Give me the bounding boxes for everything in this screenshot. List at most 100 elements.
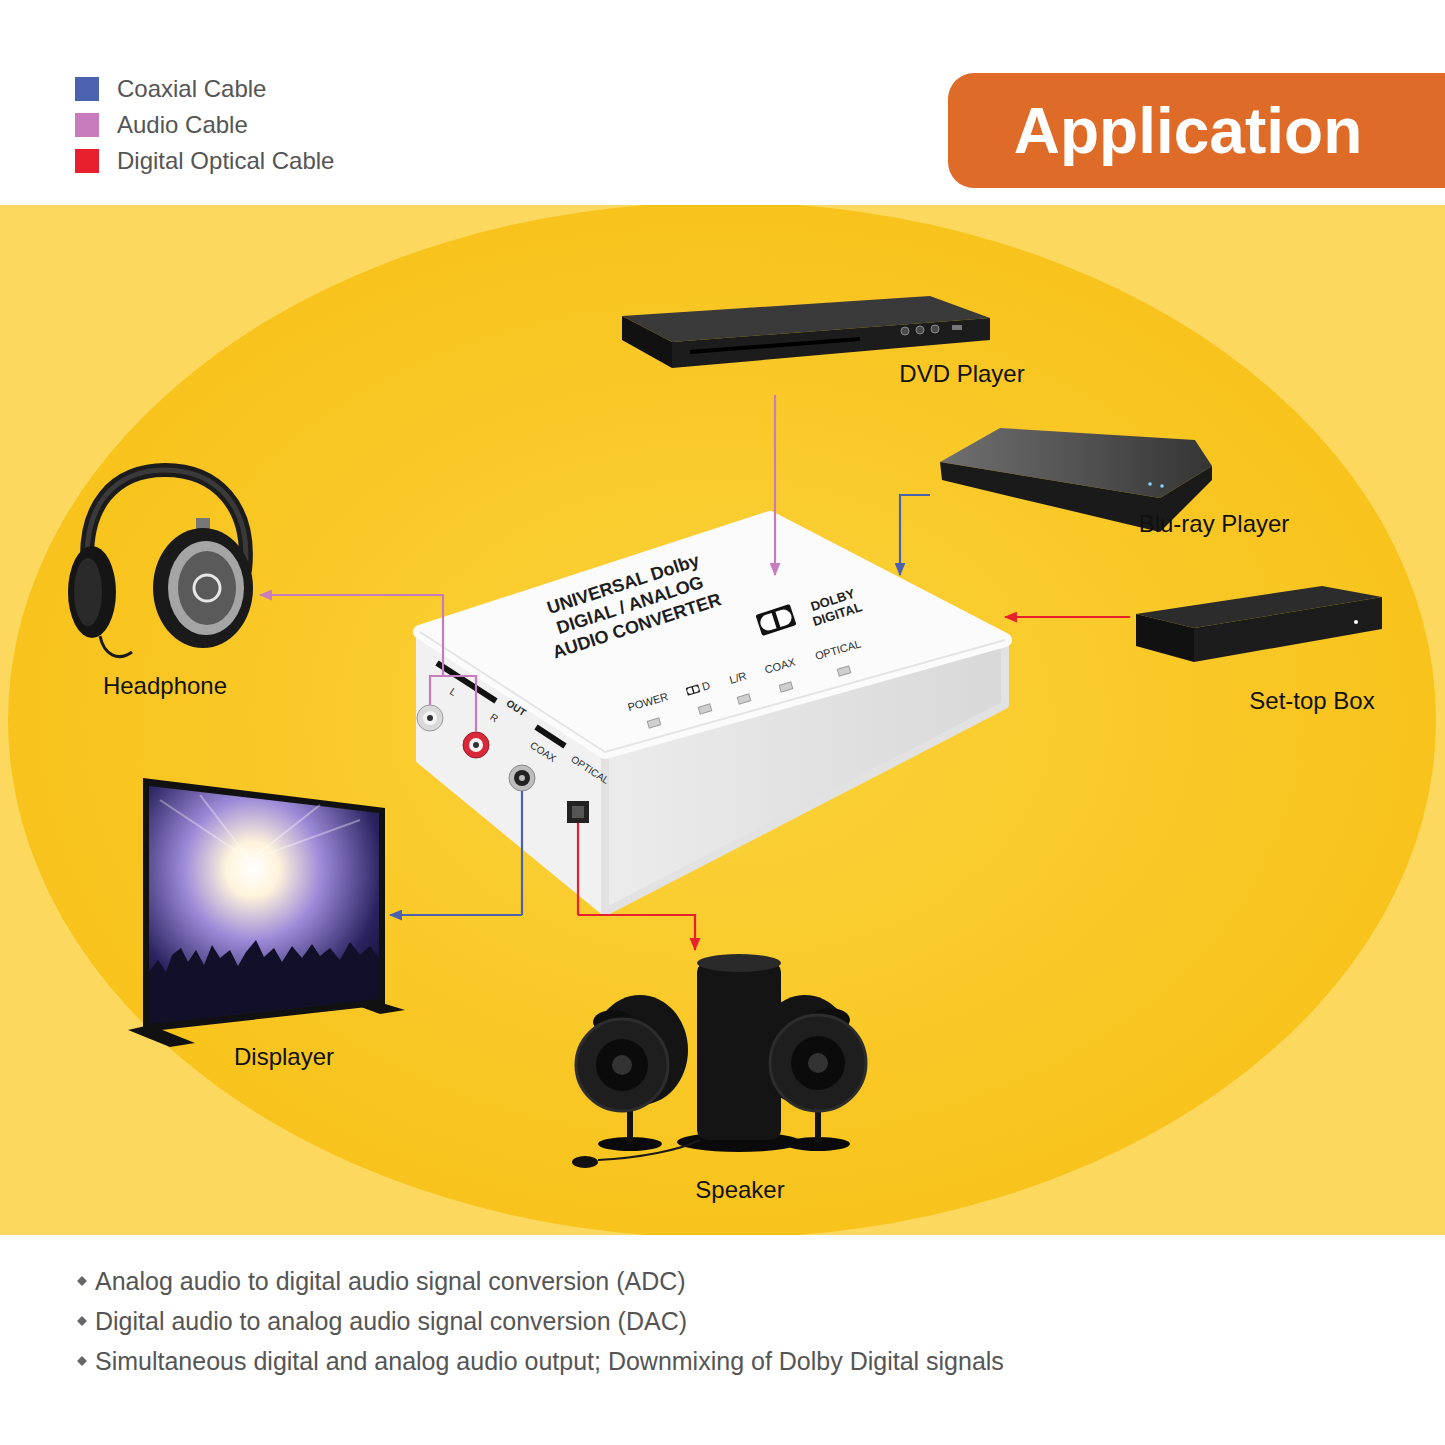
converter-illustration [514, 770, 530, 786]
indicator-label: POWER [626, 690, 669, 714]
headphone-illustration [68, 546, 116, 638]
cable-wire [415, 595, 443, 676]
device-label: Displayer [234, 1043, 334, 1071]
feature-bullet: Digital audio to analog audio signal con… [95, 1307, 687, 1336]
feature-bullet: Analog audio to digital audio signal con… [95, 1267, 686, 1296]
converter-illustration [687, 687, 693, 694]
converter-illustration [417, 705, 443, 731]
converter-illustration [698, 704, 711, 714]
port-label: L [448, 686, 459, 699]
tv-illustration [143, 778, 385, 1032]
tv-illustration [160, 800, 250, 860]
converter-illustration [509, 765, 535, 791]
headphone-illustration [168, 541, 244, 635]
device-node: Set-top Box [1130, 580, 1390, 720]
converter-illustration [473, 742, 479, 748]
converter-illustration [775, 607, 793, 627]
headphone-illustration [100, 636, 132, 657]
headphone-illustration [153, 528, 253, 648]
port-label: OPTICAL [569, 754, 611, 787]
port-label: R [488, 711, 500, 725]
speaker-illustration [808, 1053, 828, 1073]
settop-box-illustration [1354, 620, 1358, 624]
cable-connector [1005, 616, 1130, 618]
device-label: Speaker [695, 1176, 784, 1204]
speaker-illustration [598, 1140, 700, 1160]
converter-illustration [647, 666, 850, 728]
tv-illustration [160, 795, 360, 860]
headphone-illustration [178, 551, 236, 625]
port-label: COAX [528, 739, 558, 764]
dvd-player-illustration [690, 337, 860, 354]
headphone-illustration [194, 575, 220, 601]
bullet-marker [77, 1276, 87, 1366]
dvd-player-illustration [901, 327, 909, 335]
converter-illustration [572, 806, 584, 818]
legend-swatch [75, 77, 99, 101]
speaker-illustration [572, 954, 866, 1168]
speaker-illustration [596, 1039, 648, 1091]
bluray-player-illustration [1160, 484, 1164, 488]
tv-illustration [149, 940, 379, 1024]
headphone-illustration [68, 470, 253, 657]
headphone-illustration [74, 558, 102, 626]
converter-illustration [686, 684, 701, 695]
legend-text: Audio Cable [117, 111, 248, 139]
tv-illustration [128, 778, 405, 1047]
converter-illustration [779, 682, 792, 692]
legend-text: Digital Optical Cable [117, 147, 334, 175]
indicator-label: D [700, 679, 711, 693]
cable-connector [260, 594, 415, 596]
bullet-marker [77, 1316, 87, 1326]
converter-illustration [417, 518, 1005, 912]
device-node: Headphone [60, 470, 260, 705]
indicator-label: L/R [728, 670, 748, 687]
legend-text: Coaxial Cable [117, 75, 266, 103]
speaker-illustration [576, 1019, 668, 1111]
converter-illustration [463, 732, 489, 758]
cable-connector [774, 395, 776, 575]
tv-illustration [149, 786, 379, 1024]
converter-illustration [427, 715, 433, 721]
speaker-illustration [612, 1055, 632, 1075]
logo-text: DOLBY DIGITAL [801, 583, 869, 631]
feature-bullet: Simultaneous digital and analog audio ou… [95, 1347, 1004, 1376]
tv-illustration [250, 805, 320, 860]
bullet-marker [77, 1356, 87, 1366]
converter-illustration [737, 694, 750, 704]
converter-illustration [693, 686, 699, 693]
converter-illustration [758, 613, 776, 633]
device-node: Blu-ray Player [930, 420, 1300, 545]
settop-box-illustration [1136, 586, 1382, 662]
converter-illustration [437, 663, 496, 701]
device-label: Blu-ray Player [1139, 510, 1290, 538]
title-text: Application [1014, 94, 1362, 168]
converter-illustration [423, 711, 437, 725]
indicator-label: COAX [763, 656, 796, 677]
cable-connector [900, 495, 930, 575]
bullet-marker [77, 1276, 87, 1286]
converter-illustration [837, 666, 850, 676]
dvd-player-illustration [916, 326, 924, 334]
dvd-player-illustration [931, 325, 939, 333]
indicator-label: OPTICAL [814, 637, 863, 662]
speaker-illustration [770, 1015, 866, 1111]
settop-box-illustration [1136, 614, 1194, 662]
cable-wire [430, 676, 476, 732]
cable-wire [521, 791, 523, 915]
converter-illustration [567, 801, 589, 823]
speaker-illustration [791, 1036, 845, 1090]
converter-illustration [755, 604, 796, 636]
dvd-player-illustration [622, 296, 990, 368]
cable-connector [390, 914, 522, 916]
legend-swatch [75, 149, 99, 173]
converter-illustration [647, 718, 660, 728]
converter-node: UNIVERSAL Dolby DIGIAL / ANALOG AUDIO CO… [415, 575, 1005, 915]
cable-connector [578, 915, 695, 950]
tv-illustration [250, 820, 360, 860]
device-label: Set-top Box [1249, 687, 1374, 715]
